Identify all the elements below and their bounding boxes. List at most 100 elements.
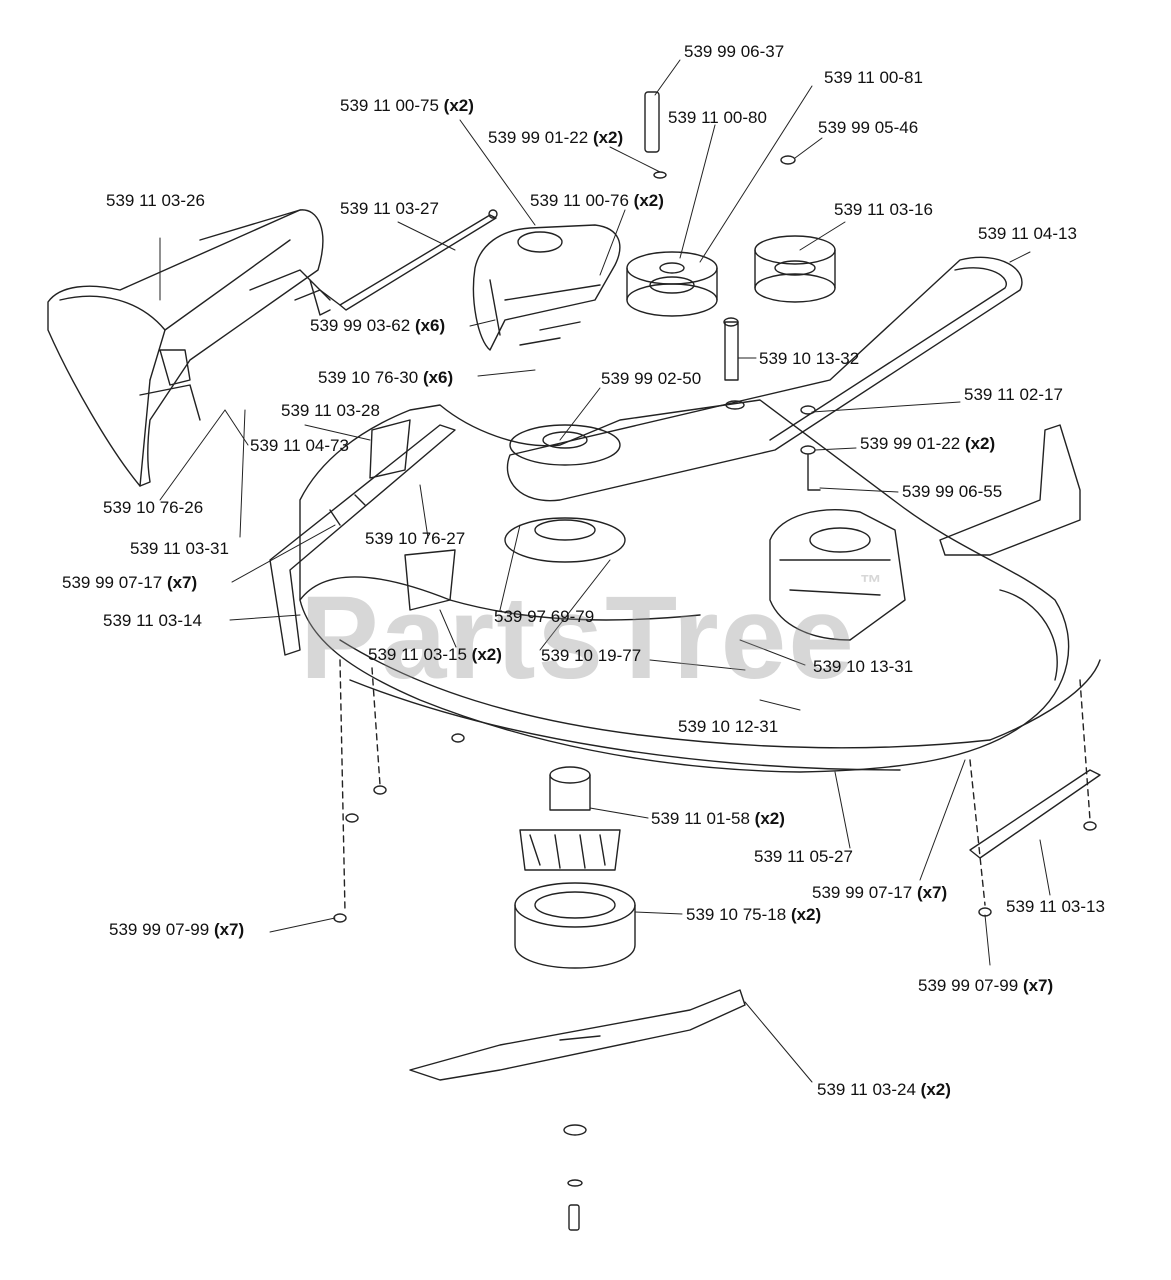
part-number: 539 11 04-73 — [250, 436, 349, 455]
drive-belt — [506, 256, 1023, 502]
part-number: 539 11 03-26 — [106, 191, 205, 210]
pulley-cover-left — [472, 224, 621, 351]
part-label[interactable]: 539 99 06-37 — [684, 42, 784, 62]
part-number: 539 99 02-50 — [601, 369, 702, 388]
part-label[interactable]: 539 11 00-75 (x2) — [340, 96, 474, 116]
part-number: 539 97 69-79 — [494, 607, 595, 626]
part-quantity: (x7) — [213, 920, 245, 939]
part-number: 539 10 13-31 — [813, 657, 914, 676]
part-label[interactable]: 539 11 00-81 — [824, 68, 923, 88]
part-number: 539 11 03-15 — [368, 645, 467, 664]
part-quantity: (x7) — [916, 883, 948, 902]
deck-bracket-right — [939, 424, 1081, 556]
part-label[interactable]: 539 11 03-26 — [106, 191, 205, 211]
mower-blade — [409, 989, 746, 1081]
spindle-cover-right — [769, 509, 906, 641]
part-label[interactable]: 539 11 03-31 — [130, 539, 229, 559]
part-label[interactable]: 539 11 03-13 — [1006, 897, 1105, 917]
part-label[interactable]: 539 99 07-99 (x7) — [918, 976, 1053, 996]
part-label[interactable]: 539 11 03-14 — [103, 611, 202, 631]
watermark-trademark: ™ — [859, 570, 884, 595]
part-quantity: (x2) — [471, 645, 502, 664]
part-quantity: (x2) — [790, 905, 822, 924]
part-label[interactable]: 539 99 03-62 (x6) — [310, 316, 445, 336]
part-label[interactable]: 539 11 03-15 (x2) — [368, 645, 502, 665]
part-label[interactable]: 539 10 13-32 — [759, 349, 859, 369]
bolts-top — [644, 91, 821, 491]
part-label[interactable]: 539 11 02-17 — [964, 385, 1063, 405]
part-label[interactable]: 539 99 02-50 — [601, 369, 701, 389]
part-number: 539 11 03-16 — [834, 200, 933, 219]
part-label[interactable]: 539 99 01-22 (x2) — [860, 434, 995, 454]
part-label[interactable]: 539 10 12-31 — [678, 717, 778, 737]
part-number: 539 11 00-80 — [668, 108, 767, 127]
part-label[interactable]: 539 99 01-22 (x2) — [488, 128, 623, 148]
part-label[interactable]: 539 99 06-55 — [902, 482, 1002, 502]
part-label[interactable]: 539 10 76-27 — [365, 529, 465, 549]
part-number: 539 99 06-37 — [684, 42, 785, 61]
part-number: 539 10 76-26 — [103, 498, 204, 517]
part-label[interactable]: 539 11 03-16 — [834, 200, 933, 220]
part-label[interactable]: 539 11 03-24 (x2) — [817, 1080, 951, 1100]
part-label[interactable]: 539 10 76-26 — [103, 498, 203, 518]
part-number: 539 11 02-17 — [964, 385, 1063, 404]
part-quantity: (x7) — [1022, 976, 1054, 995]
part-number: 539 11 03-27 — [340, 199, 439, 218]
spindle-pulley-left — [504, 424, 626, 563]
spindle-assembly — [519, 766, 621, 871]
leader-lines — [159, 59, 1051, 1083]
part-number: 539 11 00-81 — [824, 68, 923, 87]
discharge-chute — [47, 209, 331, 487]
part-label[interactable]: 539 99 07-17 (x7) — [62, 573, 197, 593]
part-number: 539 10 13-32 — [759, 349, 860, 368]
part-label[interactable]: 539 10 13-31 — [813, 657, 913, 677]
part-number: 539 11 05-27 — [754, 847, 853, 866]
part-number: 539 11 00-75 — [340, 96, 439, 115]
part-number: 539 10 76-30 — [318, 368, 419, 387]
part-label[interactable]: 539 11 00-80 — [668, 108, 767, 128]
part-quantity: (x2) — [920, 1080, 951, 1099]
part-label[interactable]: 539 11 03-28 — [281, 401, 380, 421]
part-number: 539 10 76-27 — [365, 529, 466, 548]
part-number: 539 99 07-17 — [812, 883, 913, 902]
part-label[interactable]: 539 10 76-30 (x6) — [318, 368, 453, 388]
blade-spacer-ring — [514, 882, 636, 969]
chute-rod — [294, 209, 498, 311]
part-label[interactable]: 539 10 75-18 (x2) — [686, 905, 821, 925]
part-label[interactable]: 539 11 01-58 (x2) — [651, 809, 785, 829]
part-label[interactable]: 539 97 69-79 — [494, 607, 594, 627]
part-label[interactable]: 539 11 00-76 (x2) — [530, 191, 664, 211]
part-label[interactable]: 539 10 19-77 — [541, 646, 641, 666]
part-quantity: (x2) — [964, 434, 996, 453]
part-number: 539 99 07-99 — [109, 920, 210, 939]
part-quantity: (x2) — [592, 128, 624, 147]
part-label[interactable]: 539 99 07-17 (x7) — [812, 883, 947, 903]
part-number: 539 99 07-17 — [62, 573, 163, 592]
part-quantity: (x2) — [633, 191, 664, 210]
part-label[interactable]: 539 99 05-46 — [818, 118, 918, 138]
part-number: 539 99 06-55 — [902, 482, 1003, 501]
part-label[interactable]: 539 99 07-99 (x7) — [109, 920, 244, 940]
part-number: 539 10 12-31 — [678, 717, 779, 736]
part-label[interactable]: 539 11 03-27 — [340, 199, 439, 219]
part-label[interactable]: 539 11 05-27 — [754, 847, 853, 867]
part-label[interactable]: 539 11 04-73 — [250, 436, 349, 456]
part-quantity: (x6) — [422, 368, 454, 387]
blade-hardware — [563, 1124, 587, 1231]
part-quantity: (x2) — [754, 809, 785, 828]
part-quantity: (x7) — [166, 573, 198, 592]
idler-pulley-center — [626, 251, 718, 317]
part-quantity: (x6) — [414, 316, 446, 335]
part-number: 539 11 03-13 — [1006, 897, 1105, 916]
part-number: 539 11 04-13 — [978, 224, 1077, 243]
watermark-text: PartsTree — [300, 572, 856, 704]
part-label[interactable]: 539 11 04-13 — [978, 224, 1077, 244]
deck-screws — [333, 659, 1097, 923]
idler-pulley-right — [754, 235, 836, 303]
part-number: 539 99 07-99 — [918, 976, 1019, 995]
part-number: 539 11 00-76 — [530, 191, 629, 210]
part-number: 539 11 03-14 — [103, 611, 202, 630]
